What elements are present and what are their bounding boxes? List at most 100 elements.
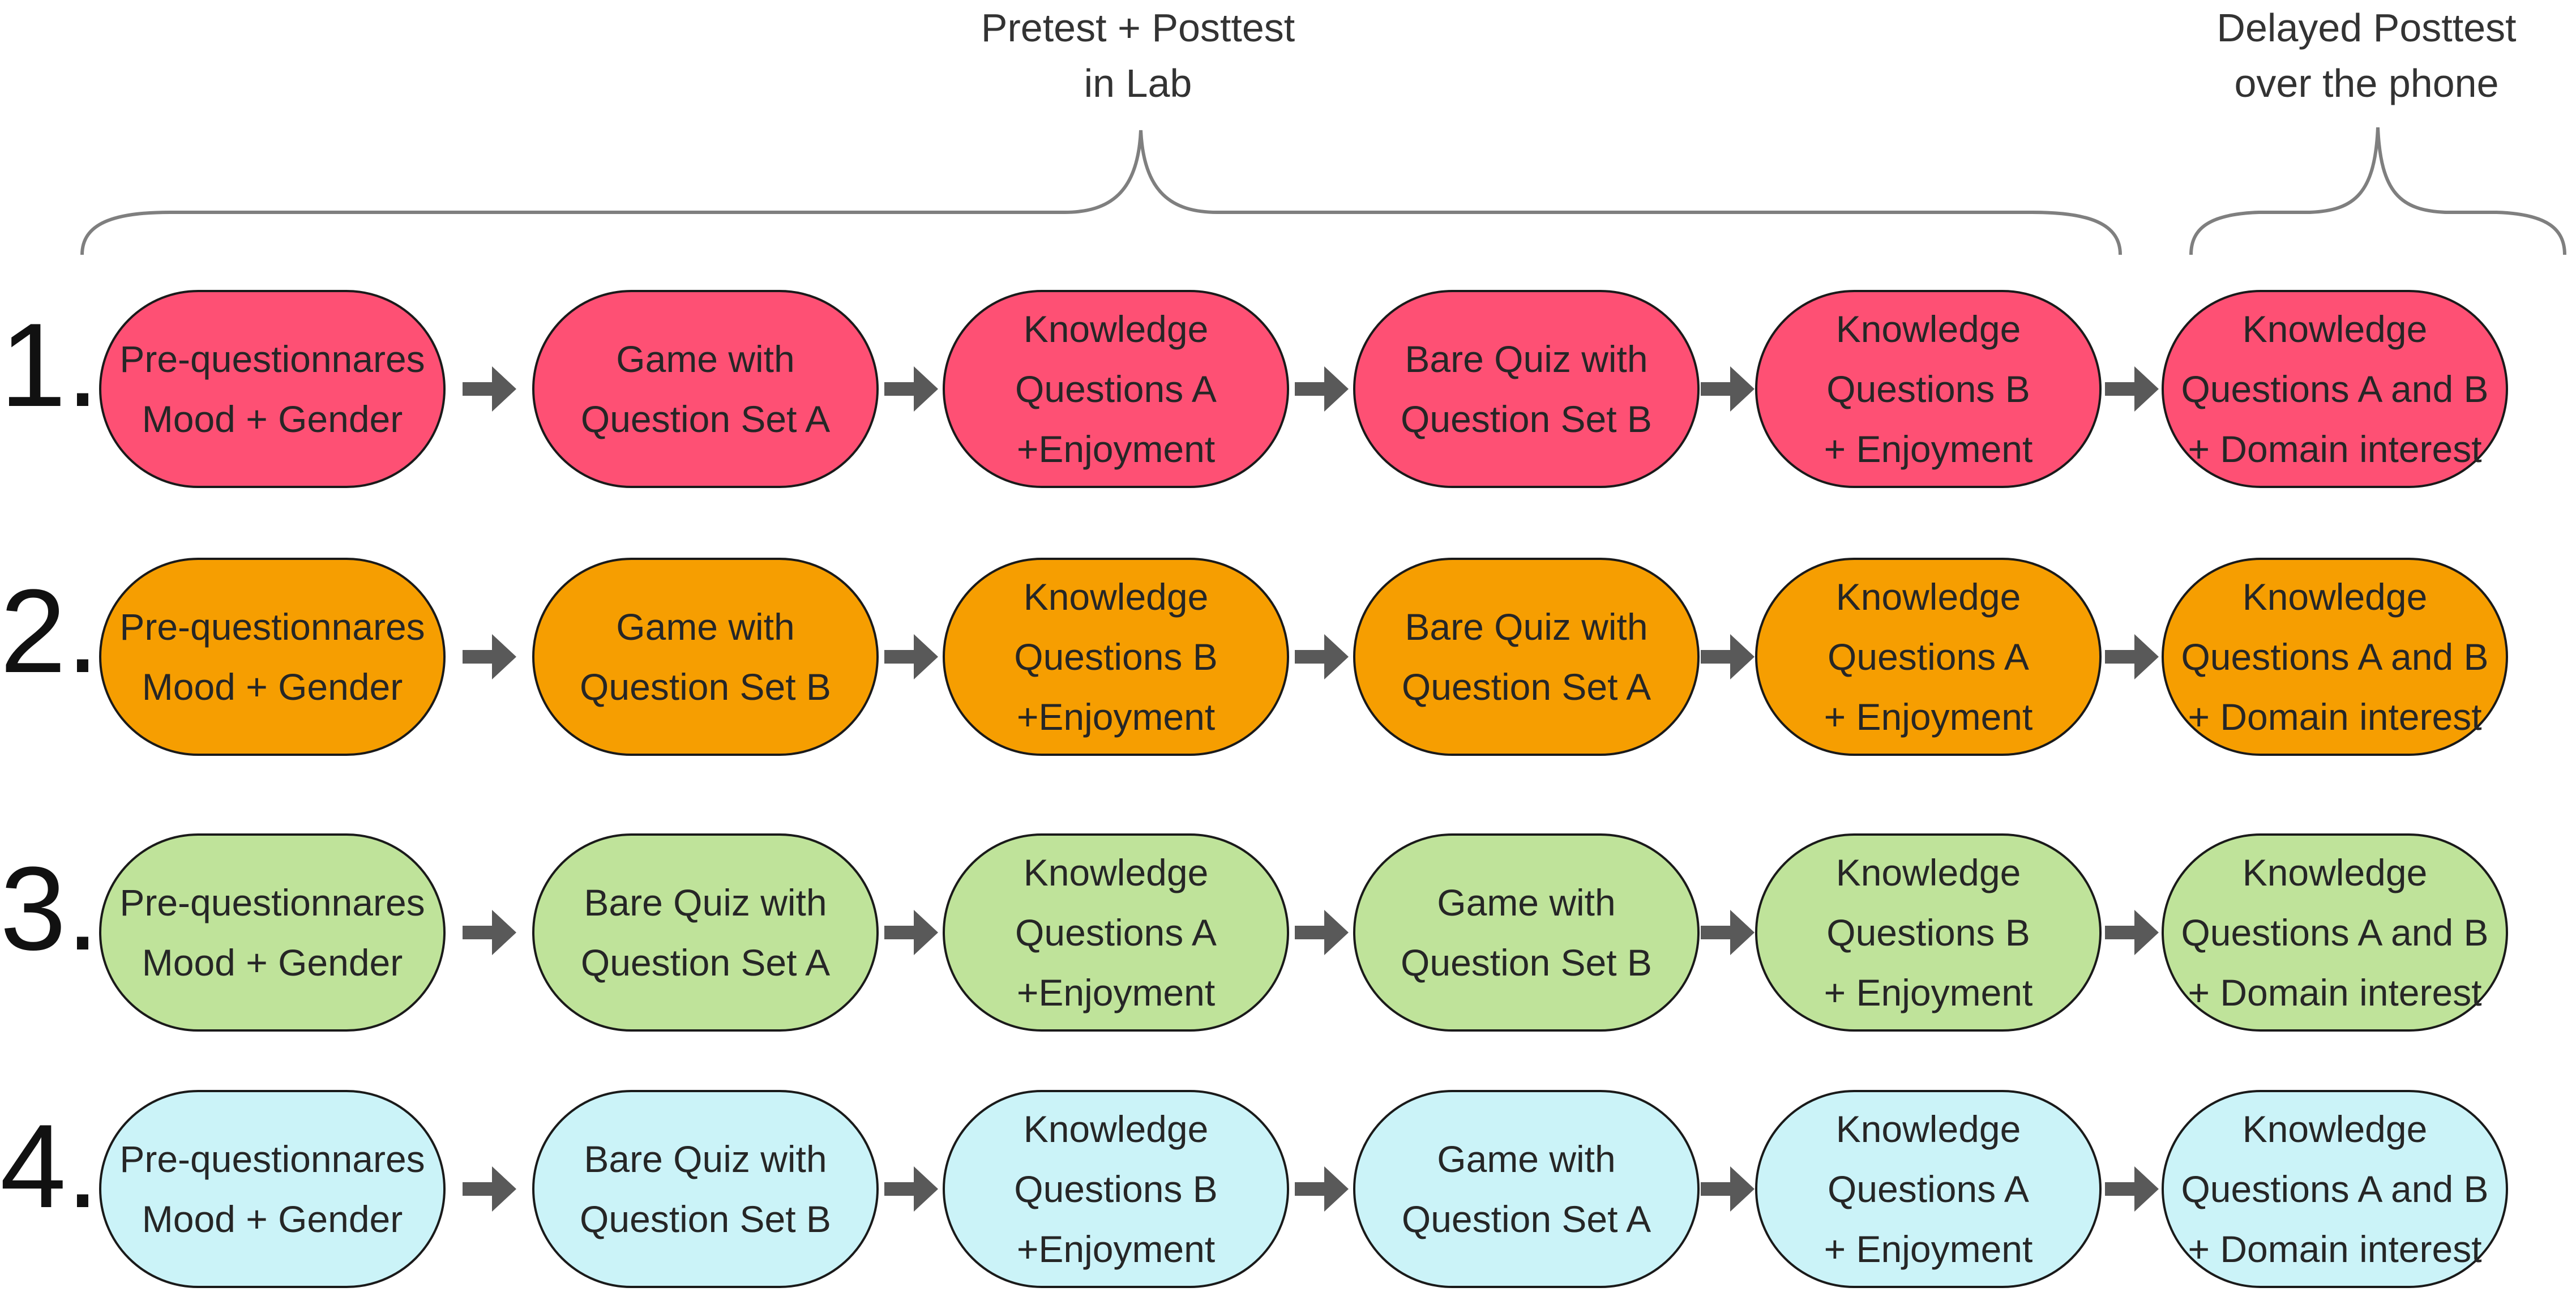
condition-number: 3.: [0, 842, 100, 975]
arrow-right-icon: [884, 910, 938, 955]
arrow-right-icon: [884, 366, 938, 412]
stage-label-line: Knowledge: [1835, 852, 2021, 893]
stage-label-line: Questions A and B: [2181, 636, 2489, 678]
stage-label-line: + Enjoyment: [1824, 972, 2033, 1013]
stage-label-line: + Enjoyment: [1824, 1228, 2033, 1270]
header-line: Pretest + Posttest: [981, 6, 1295, 50]
stage-label-line: Knowledge: [1023, 308, 1209, 350]
stage-label-line: Bare Quiz with: [1405, 338, 1648, 380]
arrow-right-icon: [884, 634, 938, 679]
arrow-right-icon: [2105, 1166, 2159, 1212]
stage-label-line: Questions A: [1015, 912, 1217, 953]
stage-label-line: Knowledge: [2242, 576, 2428, 618]
stage-label-line: + Domain interest: [2188, 696, 2482, 738]
stage-label-line: Game with: [616, 606, 795, 648]
arrow-right-icon: [1294, 910, 1349, 955]
stage-label-line: Game with: [1437, 1138, 1616, 1180]
arrow-right-icon: [462, 634, 516, 679]
stage-label-line: Pre-questionnares: [119, 882, 425, 923]
arrow-right-icon: [462, 1166, 516, 1212]
stage-label-line: Knowledge: [1835, 1108, 2021, 1150]
stage-label-line: Mood + Gender: [142, 942, 403, 983]
header-line: Delayed Posttest: [2216, 6, 2517, 50]
stage-label-line: Questions A: [1828, 636, 2029, 678]
stage-label-line: Questions B: [1826, 368, 2030, 410]
stage-label-line: Mood + Gender: [142, 666, 403, 708]
arrow-right-icon: [1701, 910, 1755, 955]
arrow-right-icon: [462, 910, 516, 955]
stage-label-line: Game with: [1437, 882, 1616, 923]
stage-label-line: Bare Quiz with: [584, 882, 827, 923]
stage-label-line: Pre-questionnares: [119, 606, 425, 648]
stage-label-line: + Domain interest: [2188, 972, 2482, 1013]
stage-label-line: Knowledge: [1023, 1108, 1209, 1150]
stage-label-line: Knowledge: [1835, 576, 2021, 618]
stage-label-line: + Domain interest: [2188, 428, 2482, 470]
stage-label-line: Questions B: [1014, 636, 1218, 678]
phone-brace: [2189, 127, 2566, 255]
arrow-right-icon: [2105, 910, 2159, 955]
stage-label-line: Pre-questionnares: [119, 1138, 425, 1180]
stage-label-line: Knowledge: [2242, 308, 2428, 350]
stage-label-line: +Enjoyment: [1016, 696, 1216, 738]
stage-label-line: Question Set A: [580, 942, 831, 983]
arrow-right-icon: [2105, 366, 2159, 412]
stage-label-line: Questions B: [1014, 1168, 1218, 1210]
arrow-right-icon: [1294, 634, 1349, 679]
stage-label-line: + Enjoyment: [1824, 428, 2033, 470]
stage-label-line: Pre-questionnares: [119, 338, 425, 380]
stage-label-line: Knowledge: [2242, 852, 2428, 893]
stage-label-line: + Enjoyment: [1824, 696, 2033, 738]
stage-label-line: Questions A: [1828, 1168, 2029, 1210]
stage-label-line: Bare Quiz with: [1405, 606, 1648, 648]
stage-label-line: Question Set B: [1401, 942, 1652, 983]
arrow-right-icon: [2105, 634, 2159, 679]
stage-label-line: Bare Quiz with: [584, 1138, 827, 1180]
arrow-right-icon: [1294, 366, 1349, 412]
stage-label-line: Questions A and B: [2181, 368, 2489, 410]
condition-number: 4.: [0, 1100, 100, 1233]
lab-brace: [80, 130, 2122, 255]
stage-label-line: Knowledge: [1835, 308, 2021, 350]
stage-label-line: Question Set B: [580, 1198, 831, 1240]
condition-number: 2.: [0, 564, 100, 698]
arrow-right-icon: [1701, 1166, 1755, 1212]
stage-label-line: Questions A: [1015, 368, 1217, 410]
braces: [80, 127, 2566, 255]
stage-label-line: Game with: [616, 338, 795, 380]
stage-label-line: Questions B: [1826, 912, 2030, 953]
condition-number: 1.: [0, 298, 100, 431]
arrow-right-icon: [1294, 1166, 1349, 1212]
stage-label-line: +Enjoyment: [1016, 428, 1216, 470]
stage-label-line: Knowledge: [2242, 1108, 2428, 1150]
stage-label-line: + Domain interest: [2188, 1228, 2482, 1270]
stage-label-line: +Enjoyment: [1016, 1228, 1216, 1270]
stage-label-line: Question Set B: [580, 666, 831, 708]
stage-label-line: Mood + Gender: [142, 1198, 403, 1240]
stage-label-line: Question Set A: [1401, 666, 1651, 708]
stage-label-line: Question Set B: [1401, 398, 1652, 440]
header-line: in Lab: [1084, 61, 1192, 105]
